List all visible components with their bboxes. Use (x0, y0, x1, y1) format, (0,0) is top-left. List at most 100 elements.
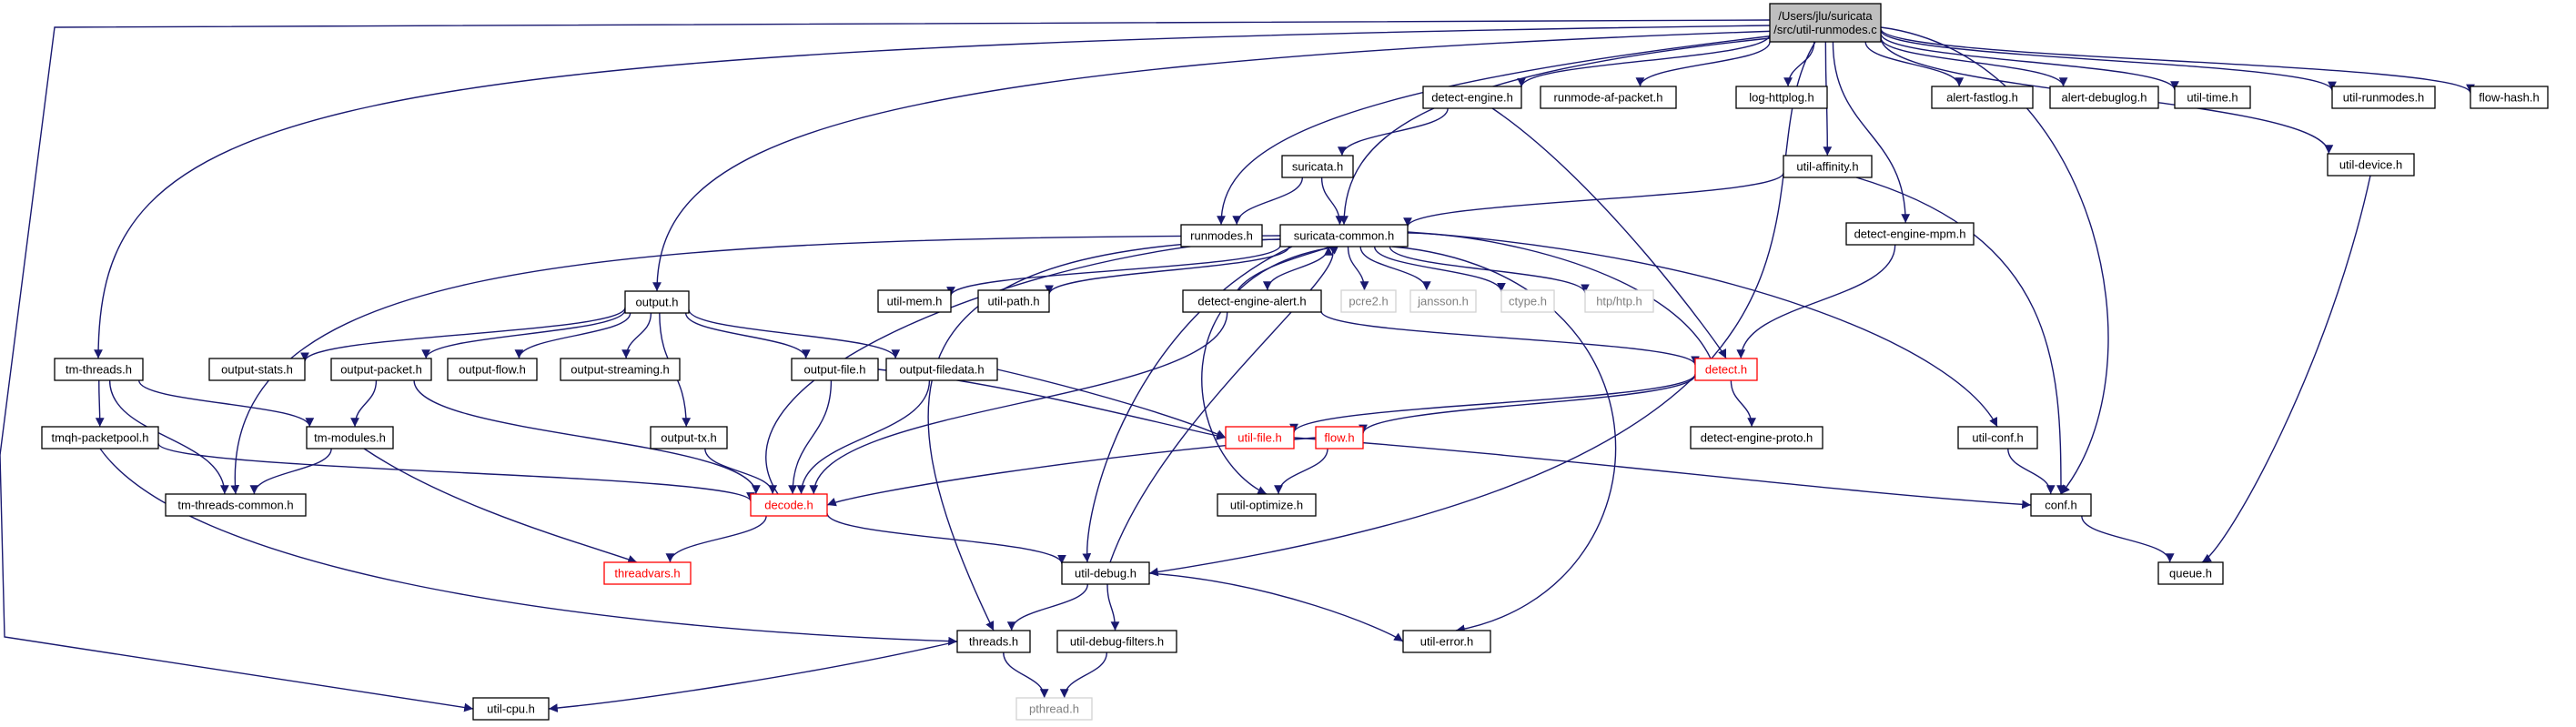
node-util-affinity[interactable]: util-affinity.h (1783, 155, 1873, 178)
node-detect[interactable]: detect.h (1694, 358, 1758, 381)
node-box (2030, 493, 2092, 517)
edge-line (1262, 246, 1329, 291)
node-label: decode.h (764, 499, 813, 512)
node-label: output-packet.h (340, 363, 422, 377)
node-tmqh-packetpool[interactable]: tmqh-packetpool.h (41, 426, 159, 449)
node-label: /src/util-runmodes.c (1773, 23, 1877, 36)
node-label: output.h (636, 296, 679, 309)
node-tm-threads[interactable]: tm-threads.h (54, 358, 144, 381)
edge-line (1389, 246, 1590, 294)
node-suricata[interactable]: suricata.h (1281, 155, 1354, 178)
edge-line (413, 379, 761, 495)
node-label: util-mem.h (887, 295, 943, 308)
node-suricata-common[interactable]: suricata-common.h (1279, 224, 1409, 247)
node-detect-engine-alert[interactable]: detect-engine-alert.h (1182, 289, 1322, 313)
node-label: output-stats.h (221, 363, 293, 377)
node-flow[interactable]: flow.h (1315, 426, 1364, 449)
node-queue[interactable]: queue.h (2157, 561, 2224, 585)
node-log-httplog[interactable]: log-httplog.h (1735, 86, 1828, 109)
node-output-packet[interactable]: output-packet.h (330, 358, 432, 381)
node-conf[interactable]: conf.h (2030, 493, 2092, 517)
node-util-file[interactable]: util-file.h (1225, 426, 1295, 449)
node-box (1402, 630, 1491, 653)
node-util-debug[interactable]: util-debug.h (1061, 561, 1150, 585)
node-box (650, 426, 728, 449)
edge-detect-engine-alert-to-decode (809, 311, 1228, 495)
node-output-stats[interactable]: output-stats.h (208, 358, 306, 381)
edge-line (788, 379, 833, 495)
node-pthread[interactable]: pthread.h (1015, 697, 1093, 721)
edge-root-to-detect-engine-mpm (1832, 41, 1911, 224)
edge-line (809, 311, 1228, 495)
node-detect-engine[interactable]: detect-engine.h (1422, 86, 1522, 109)
node-box (977, 289, 1050, 313)
node-util-debug-filters[interactable]: util-debug-filters.h (1056, 630, 1177, 653)
edge-root-to-output (652, 30, 1780, 292)
node-util-runmodes[interactable]: util-runmodes.h (2331, 86, 2436, 109)
node-output-filedata[interactable]: output-filedata.h (885, 358, 998, 381)
edge-line (514, 312, 631, 359)
node-box (624, 290, 690, 314)
node-util-mem[interactable]: util-mem.h (877, 289, 952, 313)
nodes-layer: /Users/jlu/suricata/src/util-runmodes.c t… (41, 3, 2549, 721)
node-box (1845, 222, 1975, 246)
node-alert-debuglog[interactable]: alert-debuglog.h (2049, 86, 2159, 109)
node-util-optimize[interactable]: util-optimize.h (1217, 493, 1317, 517)
node-detect-engine-mpm[interactable]: detect-engine-mpm.h (1845, 222, 1975, 246)
node-util-device[interactable]: util-device.h (2327, 153, 2415, 177)
node-runmodes[interactable]: runmodes.h (1180, 224, 1263, 247)
node-threadvars[interactable]: threadvars.h (603, 561, 692, 585)
node-alert-fastlog[interactable]: alert-fastlog.h (1931, 86, 2034, 109)
edge-root-to-util-debug (1148, 41, 1816, 577)
edge-util-debug-to-suricata-common (1109, 246, 1339, 563)
node-label: threads.h (969, 635, 1018, 649)
node-box (1182, 289, 1322, 313)
edge-root-to-flow-hash (1880, 28, 2475, 94)
node-util-conf[interactable]: util-conf.h (1957, 426, 2038, 449)
node-label: suricata.h (1292, 160, 1343, 174)
node-output-streaming[interactable]: output-streaming.h (560, 358, 681, 381)
node-box (330, 358, 432, 381)
node-label: util-cpu.h (487, 702, 535, 716)
node-root[interactable]: /Users/jlu/suricata/src/util-runmodes.c (1769, 3, 1882, 43)
edge-output-file-to-decode (788, 379, 833, 495)
node-threads[interactable]: threads.h (956, 630, 1031, 653)
node-label: util-error.h (1420, 635, 1474, 649)
node-htp[interactable]: htp/htp.h (1584, 289, 1654, 313)
edge-line (1217, 34, 1784, 226)
node-tm-modules[interactable]: tm-modules.h (306, 426, 394, 449)
node-label: util-debug-filters.h (1070, 635, 1164, 649)
node-util-time[interactable]: util-time.h (2174, 86, 2251, 109)
node-ctype[interactable]: ctype.h (1500, 289, 1555, 313)
edge-line (1880, 37, 2068, 87)
node-tm-threads-common[interactable]: tm-threads-common.h (165, 493, 307, 517)
node-label: tmqh-packetpool.h (52, 431, 149, 445)
node-box (1500, 289, 1555, 313)
node-util-cpu[interactable]: util-cpu.h (472, 697, 550, 721)
edge-root-to-tm-threads (94, 25, 1771, 359)
node-util-error[interactable]: util-error.h (1402, 630, 1491, 653)
node-decode[interactable]: decode.h (750, 493, 828, 517)
edge-root-to-alert-fastlog (1864, 41, 1965, 87)
edge-suricata-common-to-ctype (1373, 246, 1506, 292)
node-label: util-runmodes.h (2343, 91, 2425, 105)
edge-line (688, 309, 901, 359)
node-output-file[interactable]: output-file.h (791, 358, 879, 381)
node-output[interactable]: output.h (624, 290, 690, 314)
node-util-path[interactable]: util-path.h (977, 289, 1050, 313)
edge-line (1109, 246, 1339, 563)
node-output-flow[interactable]: output-flow.h (447, 358, 538, 381)
node-box (560, 358, 681, 381)
node-output-tx[interactable]: output-tx.h (650, 426, 728, 449)
edge-suricata-common-to-util-conf (1407, 231, 1998, 428)
node-flow-hash[interactable]: flow-hash.h (2470, 86, 2549, 109)
node-jansson[interactable]: jansson.h (1409, 289, 1477, 313)
edge-tmqh-packetpool-to-threads (99, 448, 958, 646)
node-label: output-flow.h (459, 363, 526, 377)
edge-line (1339, 35, 1789, 226)
node-box (1540, 86, 1677, 109)
node-pcre2[interactable]: pcre2.h (1340, 289, 1397, 313)
node-runmode-af-packet[interactable]: runmode-af-packet.h (1540, 86, 1677, 109)
node-detect-engine-proto[interactable]: detect-engine-proto.h (1690, 426, 1823, 449)
edge-detect-to-util-file (1289, 373, 1696, 433)
